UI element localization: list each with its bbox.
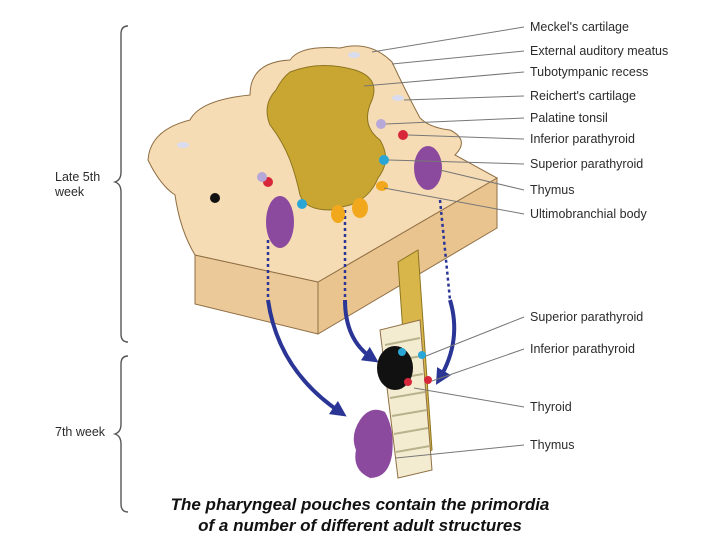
ultimobranchial-bud-2 (331, 205, 345, 223)
meckels-cartilage-section (348, 52, 360, 58)
thymus-primordium-left (266, 196, 294, 248)
label-thyroid: Thyroid (530, 400, 572, 414)
bracket-late-5th-week (112, 25, 129, 343)
thyroid-gland (377, 346, 413, 390)
thymus-bud-yellow (376, 181, 388, 191)
superior-parathyroid-bud (379, 155, 389, 165)
superior-parathyroid-7th (398, 348, 406, 356)
bracket-7th-week (112, 355, 129, 513)
inferior-parathyroid-7th-b (424, 376, 432, 384)
stage-late-5th-line1: Late 5th (55, 170, 101, 184)
palatine-tonsil-spot (376, 119, 386, 129)
migration-dashes (266, 199, 452, 301)
leader-lines (363, 26, 525, 459)
figure-caption: The pharyngeal pouches contain the primo… (0, 494, 720, 536)
parathyroid-migration-arrow (343, 299, 379, 363)
superior-parathyroid-bud-2 (297, 199, 307, 209)
label-superior-parathyroid-2: Superior parathyroid (530, 310, 644, 324)
left-cartilage-section (177, 142, 189, 148)
label-meckels-cartilage: Meckel's cartilage (530, 20, 629, 34)
ultimobranchial-bud (352, 198, 368, 218)
thymus-gland-7th (353, 409, 393, 478)
stage-late-5th-line2: week (55, 185, 85, 199)
inferior-parathyroid-bud (398, 130, 408, 140)
reicherts-cartilage-section (392, 95, 404, 101)
label-thymus-1: Thymus (530, 183, 575, 197)
left-tonsil-spot (257, 172, 267, 182)
label-palatine-tonsil: Palatine tonsil (530, 111, 608, 125)
label-thymus-2: Thymus (530, 438, 575, 452)
thymus-migration-arrow (266, 299, 347, 417)
label-reicherts-cartilage: Reichert's cartilage (530, 89, 636, 103)
label-inferior-parathyroid-2: Inferior parathyroid (530, 342, 635, 356)
label-superior-parathyroid-1: Superior parathyroid (530, 157, 644, 171)
label-tubotympanic-recess: Tubotympanic recess (530, 65, 649, 79)
ultimobranchial-migration-arrow (435, 299, 457, 385)
label-external-auditory-meatus: External auditory meatus (530, 44, 669, 58)
stage-label-7th-week: 7th week (55, 425, 106, 439)
thymus-primordium-right (414, 146, 442, 190)
superior-parathyroid-7th-b (418, 351, 426, 359)
caption-line-1: The pharyngeal pouches contain the primo… (170, 495, 550, 514)
external-auditory-meatus-spot (210, 193, 220, 203)
label-ultimobranchial-body: Ultimobranchial body (530, 207, 647, 221)
label-inferior-parathyroid-1: Inferior parathyroid (530, 132, 635, 146)
stage-label-late-5th-week: Late 5th week (55, 170, 100, 200)
inferior-parathyroid-7th (404, 378, 412, 386)
caption-line-2: of a number of different adult structure… (198, 516, 522, 535)
